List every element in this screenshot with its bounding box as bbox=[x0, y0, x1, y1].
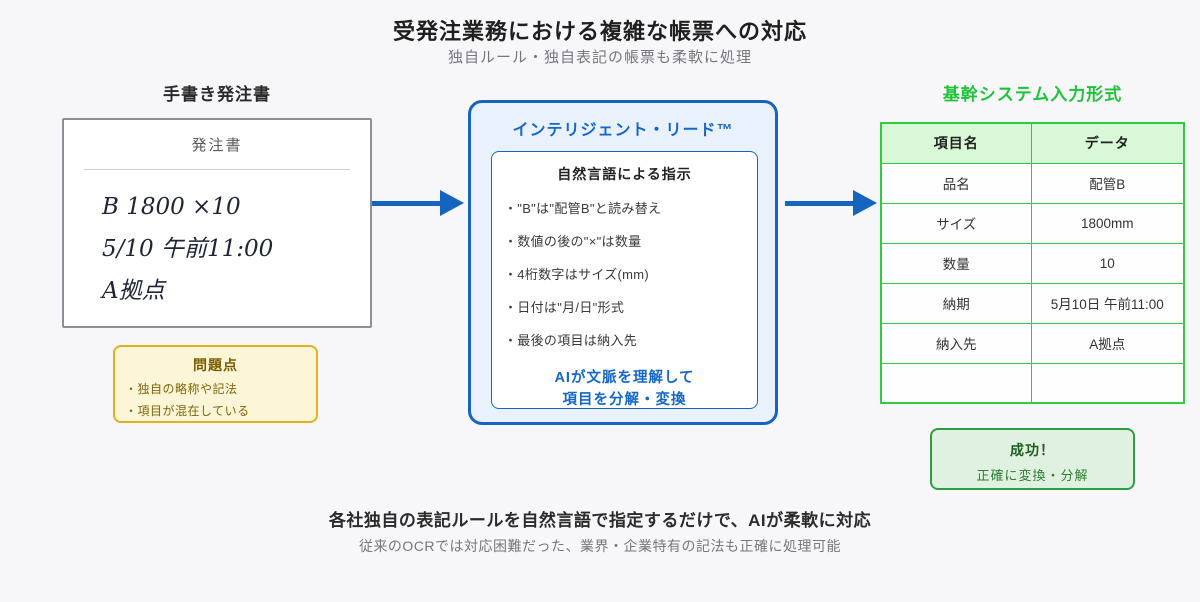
table-cell-value: 配管B bbox=[1030, 162, 1185, 204]
problem-item: ・項目が混在している bbox=[125, 404, 250, 418]
success-subtitle: 正確に変換・分解 bbox=[976, 468, 1089, 483]
table-row: 品名 配管B bbox=[880, 162, 1185, 204]
table-cell-item: 品名 bbox=[880, 162, 1032, 204]
instruction-item: ・最後の項目は納入先 bbox=[504, 333, 638, 348]
table-row: サイズ 1800mm bbox=[880, 202, 1185, 244]
page-subtitle: 独自ルール・独自表記の帳票も柔軟に処理 bbox=[447, 49, 752, 66]
table-row-empty bbox=[880, 362, 1185, 404]
table-cell-item: 数量 bbox=[880, 242, 1032, 284]
footer-statement: 各社独自の表記ルールを自然言語で指定するだけで、AIが柔軟に対応 bbox=[328, 511, 872, 530]
table-cell-item bbox=[880, 362, 1032, 404]
arrow-shaft bbox=[785, 201, 855, 206]
instruction-item: ・"B"は"配管B"と読み替え bbox=[504, 201, 662, 216]
success-title: 成功！ bbox=[1010, 442, 1055, 458]
problems-callout: 問題点 ・独自の略称や記法 ・項目が混在している bbox=[113, 345, 318, 423]
arrow-head bbox=[440, 190, 464, 216]
order-form-title: 発注書 bbox=[191, 137, 243, 154]
arrow-right-icon bbox=[372, 190, 464, 216]
handwriting-line: B 1800 ×10 bbox=[102, 194, 241, 220]
system-format-heading: 基幹システム入力形式 bbox=[942, 85, 1123, 104]
paper-divider bbox=[84, 169, 350, 170]
arrow-shaft bbox=[372, 201, 442, 206]
table-header-row: 項目名 データ bbox=[880, 122, 1185, 164]
instruction-item: ・数値の後の"×"は数量 bbox=[504, 234, 642, 249]
ai-conclusion-line: 項目を分解・変換 bbox=[562, 392, 687, 408]
instruction-item: ・4桁数字はサイズ(mm) bbox=[504, 267, 650, 282]
handwriting-block: B 1800 ×10 5/10 午前11:00 A拠点 bbox=[102, 186, 370, 312]
handwritten-order-heading: 手書き発注書 bbox=[163, 85, 271, 104]
handwriting-line: A拠点 bbox=[102, 278, 165, 304]
ai-conclusion: AIが文脈を理解して 項目を分解・変換 bbox=[504, 367, 745, 411]
table-cell-item: 納入先 bbox=[880, 322, 1032, 364]
footer-substatement: 従来のOCRでは対応困難だった、業界・企業特有の記法も正確に処理可能 bbox=[358, 538, 842, 554]
ai-conclusion-line: AIが文脈を理解して bbox=[554, 370, 695, 386]
table-cell-item: サイズ bbox=[880, 202, 1032, 244]
instruction-item: ・日付は"月/日"形式 bbox=[504, 300, 625, 315]
problem-item: ・独自の略称や記法 bbox=[125, 382, 238, 396]
table-cell-item: 納期 bbox=[880, 282, 1032, 324]
handwriting-line: 5/10 午前11:00 bbox=[102, 236, 274, 262]
table-cell-value: A拠点 bbox=[1030, 322, 1185, 364]
instructions-title: 自然言語による指示 bbox=[557, 166, 692, 182]
arrow-right-icon bbox=[785, 190, 877, 216]
handwritten-order-paper: 発注書 B 1800 ×10 5/10 午前11:00 A拠点 bbox=[62, 118, 372, 328]
intelligent-read-panel: インテリジェント・リード™ 自然言語による指示 ・"B"は"配管B"と読み替え … bbox=[468, 100, 778, 425]
intelligent-read-title: インテリジェント・リード™ bbox=[512, 122, 734, 139]
arrow-head bbox=[853, 190, 877, 216]
problems-title: 問題点 bbox=[193, 357, 238, 373]
system-format-table: 項目名 データ 品名 配管B サイズ 1800mm 数量 10 納期 5月10日… bbox=[880, 122, 1185, 404]
table-row: 数量 10 bbox=[880, 242, 1185, 284]
table-cell-value: 5月10日 午前11:00 bbox=[1030, 282, 1185, 324]
natural-language-instructions-card: 自然言語による指示 ・"B"は"配管B"と読み替え ・数値の後の"×"は数量 ・… bbox=[491, 151, 758, 409]
table-row: 納期 5月10日 午前11:00 bbox=[880, 282, 1185, 324]
table-cell-value bbox=[1030, 362, 1185, 404]
column-header-data: データ bbox=[1030, 122, 1185, 164]
table-cell-value: 1800mm bbox=[1030, 202, 1185, 244]
page-title: 受発注業務における複雑な帳票への対応 bbox=[392, 19, 807, 44]
column-header-item-name: 項目名 bbox=[880, 122, 1032, 164]
table-cell-value: 10 bbox=[1030, 242, 1185, 284]
success-callout: 成功！ 正確に変換・分解 bbox=[930, 428, 1135, 490]
table-row: 納入先 A拠点 bbox=[880, 322, 1185, 364]
